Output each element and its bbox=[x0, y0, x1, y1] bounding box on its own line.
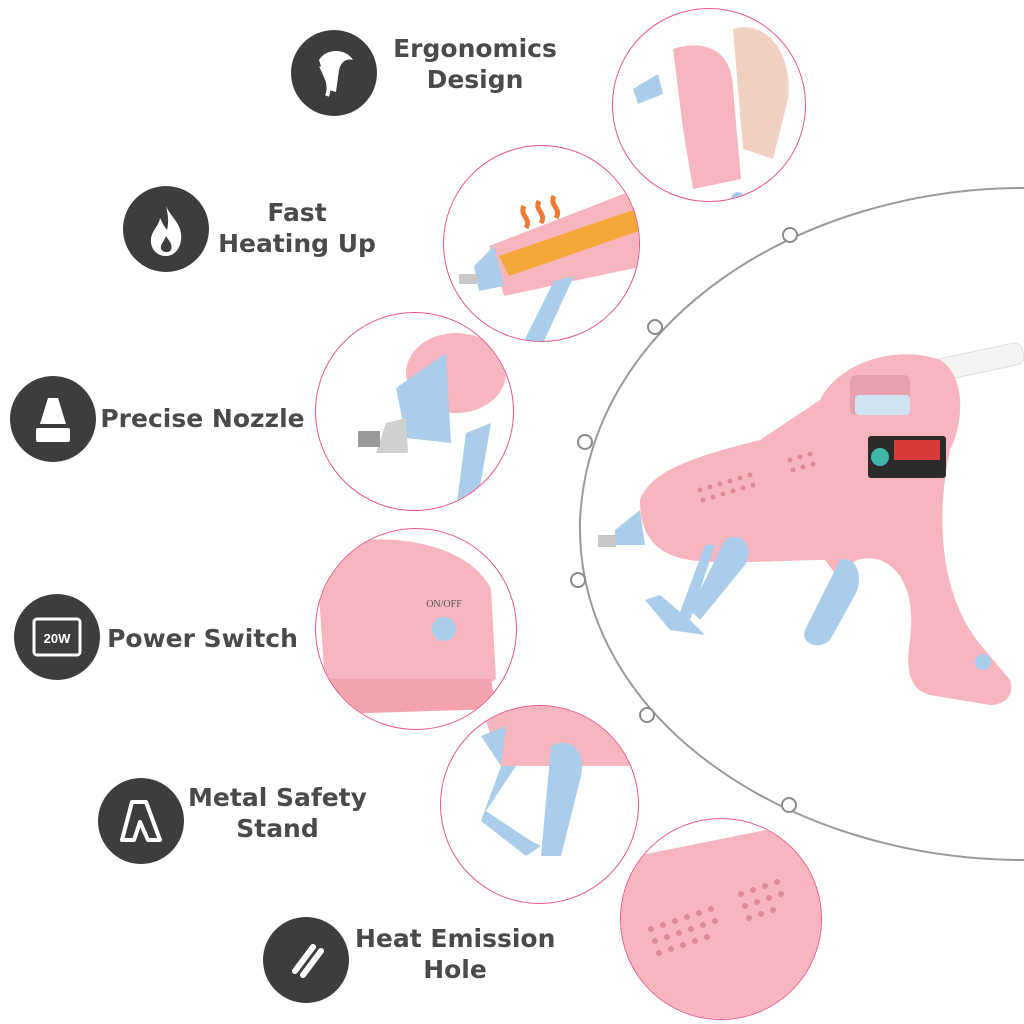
stand-icon bbox=[98, 778, 184, 864]
bubble-holes bbox=[620, 818, 822, 1020]
feature-nozzle-label: Precise Nozzle bbox=[100, 404, 305, 433]
bubble-heating bbox=[443, 145, 640, 342]
power-20w-text: 20W bbox=[44, 631, 71, 646]
feature-switch-label: Power Switch bbox=[107, 624, 298, 653]
vent-icon bbox=[263, 917, 349, 1003]
nozzle-icon bbox=[10, 376, 96, 462]
bubble-stand bbox=[440, 705, 639, 904]
bubble-nozzle bbox=[315, 312, 514, 511]
arc-nodes bbox=[570, 227, 798, 813]
glue-gun-main bbox=[598, 354, 1012, 705]
switch-label-text: ON/OFF bbox=[426, 599, 462, 610]
hand-grip-icon bbox=[291, 30, 377, 116]
flame-icon bbox=[123, 186, 209, 272]
connector-arc bbox=[578, 187, 1024, 861]
bubble-ergonomics bbox=[612, 8, 806, 202]
power-20w-icon: 20W bbox=[14, 594, 100, 680]
bubble-switch: ON/OFF bbox=[315, 528, 517, 730]
